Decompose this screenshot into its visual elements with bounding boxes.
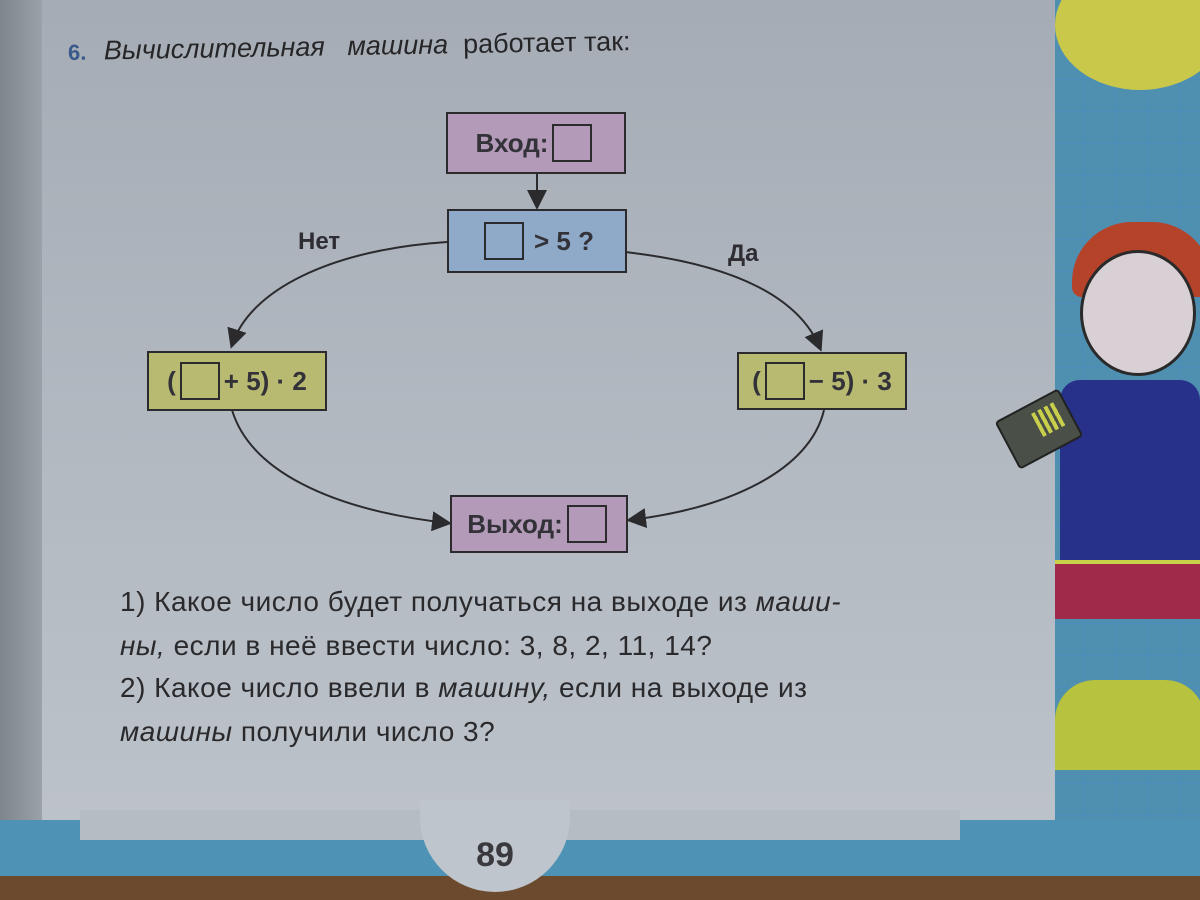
question-2-line-2: машины получили число 3? <box>120 716 495 748</box>
output-blank-square <box>566 505 607 543</box>
question-1-line-2: ны, если в неё ввести число: 3, 8, 2, 11… <box>120 630 712 662</box>
q1-text-rest: если в неё ввести число: 3, 8, 2, 11, 14… <box>173 630 713 661</box>
output-box: Выход: <box>450 495 628 553</box>
girl-skirt-illustration <box>1055 560 1200 619</box>
page-left-edge <box>0 0 42 880</box>
formula-rest: − 5) · 3 <box>808 365 892 396</box>
q2-text-italic-2: машины <box>120 716 233 747</box>
yes-branch-formula-box: ( − 5) · 3 <box>737 352 907 410</box>
q2-text-rest-2: получили число 3? <box>240 716 496 747</box>
q1-text-italic: маши- <box>755 586 842 617</box>
question-2-line-1: 2) Какое число ввели в машину, если на в… <box>120 672 807 704</box>
condition-label: > 5 ? <box>534 225 594 256</box>
question-1-line-1: 1) Какое число будет получаться на выход… <box>120 586 841 618</box>
q2-text-italic: машину, <box>438 672 551 703</box>
output-label: Выход: <box>467 508 563 539</box>
formula-blank-square <box>179 362 220 400</box>
formula-blank-square <box>764 362 805 400</box>
formula-rest: + 5) · 2 <box>223 365 307 396</box>
no-branch-formula-box: ( + 5) · 2 <box>147 351 327 411</box>
table-edge <box>0 876 1200 900</box>
no-branch-label: Нет <box>298 228 341 255</box>
q2-text-a: 2) Какое число ввели в <box>120 672 430 703</box>
q1-text-italic-2: ны, <box>120 630 166 661</box>
q2-text-rest: если на выходе из <box>558 672 808 703</box>
formula-paren: ( <box>752 365 761 396</box>
yes-branch-label: Да <box>728 240 759 267</box>
input-blank-square <box>552 124 593 162</box>
ground-illustration <box>1055 680 1200 770</box>
input-box: Вход: <box>446 112 626 174</box>
formula-paren: ( <box>167 365 176 396</box>
q1-text-a: 1) Какое число будет получаться на выход… <box>120 586 748 617</box>
input-label: Вход: <box>475 127 549 158</box>
condition-blank-square <box>484 222 524 260</box>
page-number: 89 <box>476 836 514 874</box>
condition-box: > 5 ? <box>447 209 627 273</box>
girl-head-illustration <box>1080 250 1196 376</box>
